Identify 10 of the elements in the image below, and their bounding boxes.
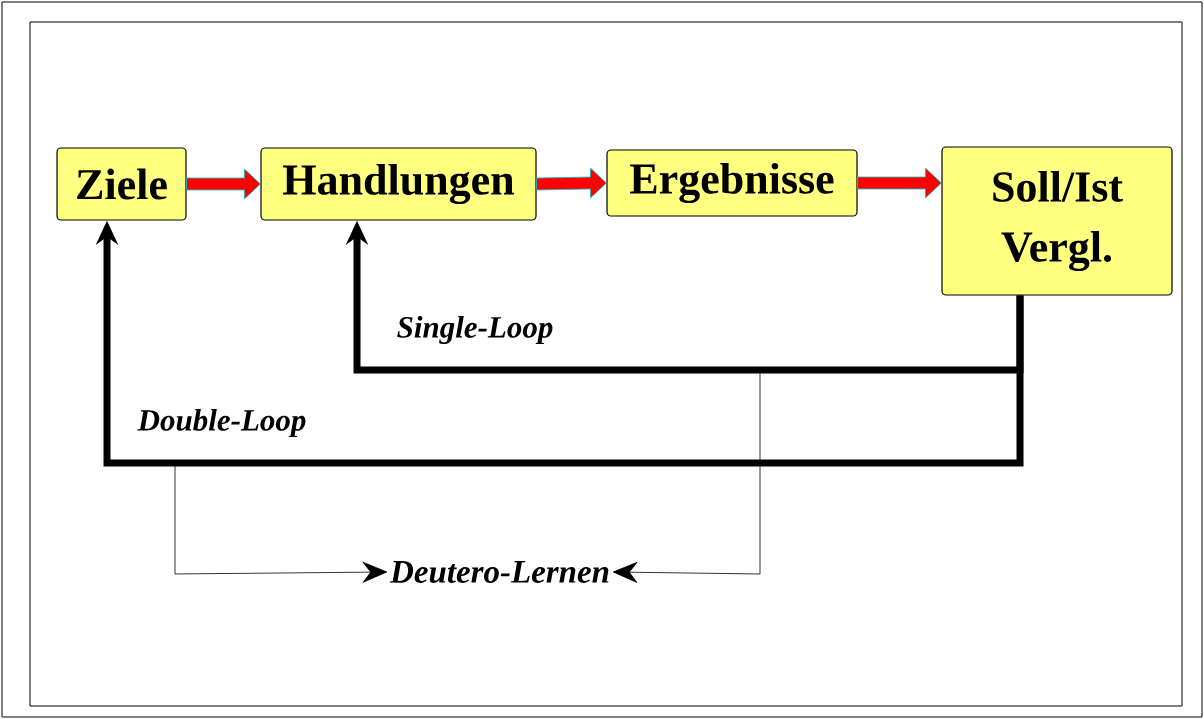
process-box: Handlungen <box>260 147 537 221</box>
block-arrow <box>857 167 942 199</box>
bare-text: Deutero-Lernen <box>389 561 609 583</box>
process-box: Ergebnisse <box>606 149 858 217</box>
process-box: Soll/Ist Vergl. <box>941 146 1173 296</box>
block-arrow <box>536 167 607 199</box>
edge-label: Double-Loop <box>136 407 308 439</box>
edge-label: Single-Loop <box>395 314 555 346</box>
block-arrow <box>186 168 261 200</box>
process-box: Ziele <box>56 147 187 221</box>
